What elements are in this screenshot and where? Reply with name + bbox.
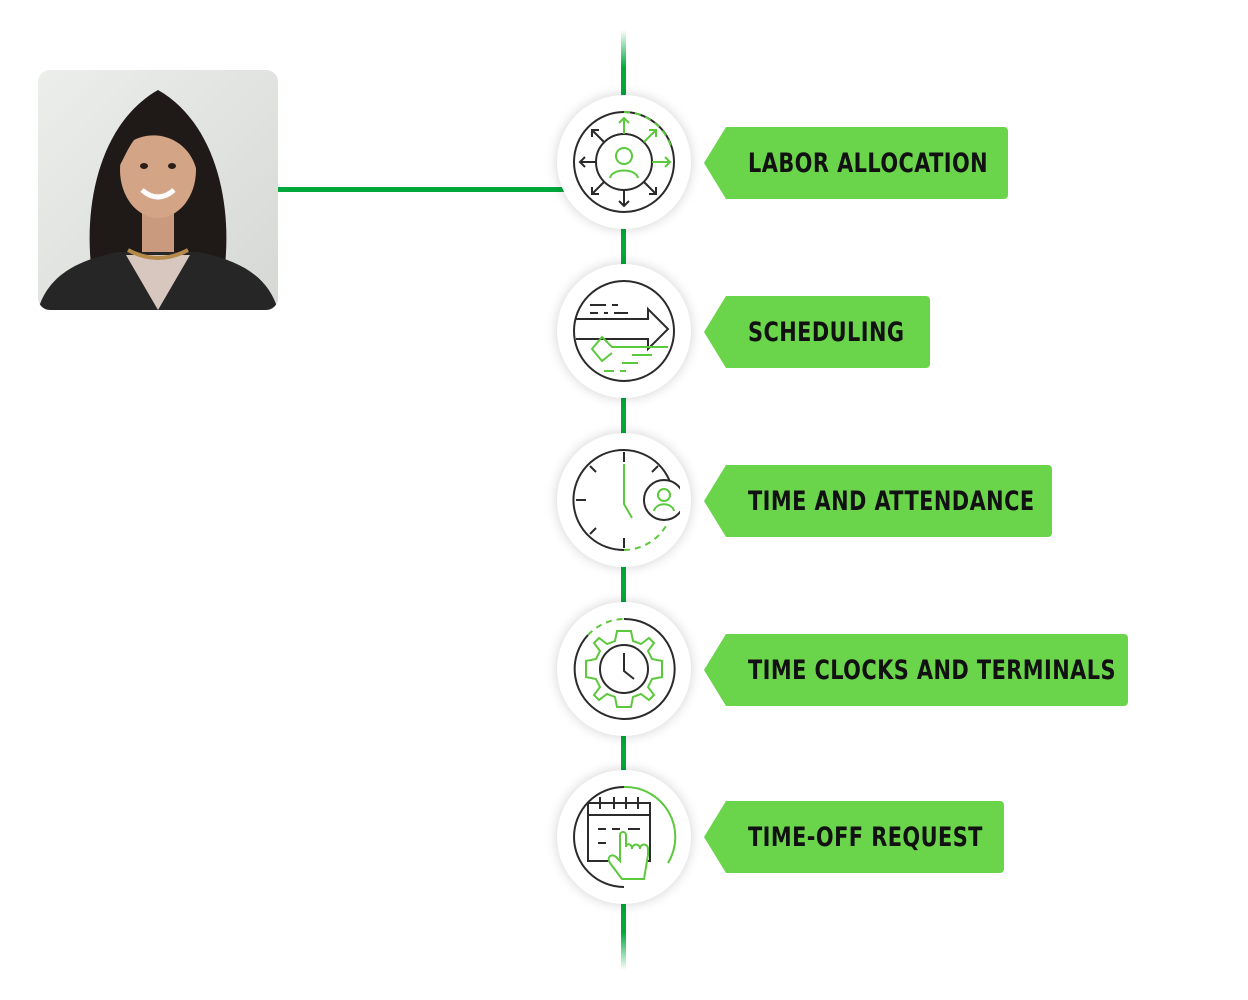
labor-allocation-icon <box>573 111 675 213</box>
tag-pointer <box>704 634 726 706</box>
scheduling-arrows-icon <box>573 280 675 382</box>
step-tag-time-attendance: TIME AND ATTENDANCE <box>704 465 1052 537</box>
tag-pointer <box>704 801 726 873</box>
step-tag-labor-allocation: LABOR ALLOCATION <box>704 127 1008 199</box>
step-icon-time-off <box>557 770 691 904</box>
tag-pointer <box>704 465 726 537</box>
step-icon-time-attendance <box>557 433 691 567</box>
step-label: SCHEDULING <box>748 316 905 348</box>
step-icon-time-clocks <box>557 602 691 736</box>
profile-photo <box>38 70 278 310</box>
calendar-hand-icon <box>573 785 677 888</box>
step-label: TIME-OFF REQUEST <box>748 821 983 853</box>
step-icon-scheduling <box>557 264 691 398</box>
tag-pointer <box>704 296 726 368</box>
clock-person-icon <box>572 449 680 552</box>
step-label: TIME AND ATTENDANCE <box>748 485 1035 517</box>
tag-pointer <box>704 127 726 199</box>
tag-body: TIME CLOCKS AND TERMINALS <box>726 634 1128 706</box>
tag-body: TIME AND ATTENDANCE <box>726 465 1052 537</box>
person-photo-icon <box>38 70 278 310</box>
tag-body: SCHEDULING <box>726 296 930 368</box>
gear-clock-icon <box>573 617 676 720</box>
step-tag-scheduling: SCHEDULING <box>704 296 930 368</box>
step-tag-time-clocks: TIME CLOCKS AND TERMINALS <box>704 634 1128 706</box>
step-tag-time-off: TIME-OFF REQUEST <box>704 801 1004 873</box>
step-label: TIME CLOCKS AND TERMINALS <box>748 654 1116 686</box>
tag-body: LABOR ALLOCATION <box>726 127 1008 199</box>
step-icon-labor-allocation <box>557 95 691 229</box>
tag-body: TIME-OFF REQUEST <box>726 801 1004 873</box>
step-label: LABOR ALLOCATION <box>748 147 989 179</box>
photo-connector-line <box>276 187 568 192</box>
